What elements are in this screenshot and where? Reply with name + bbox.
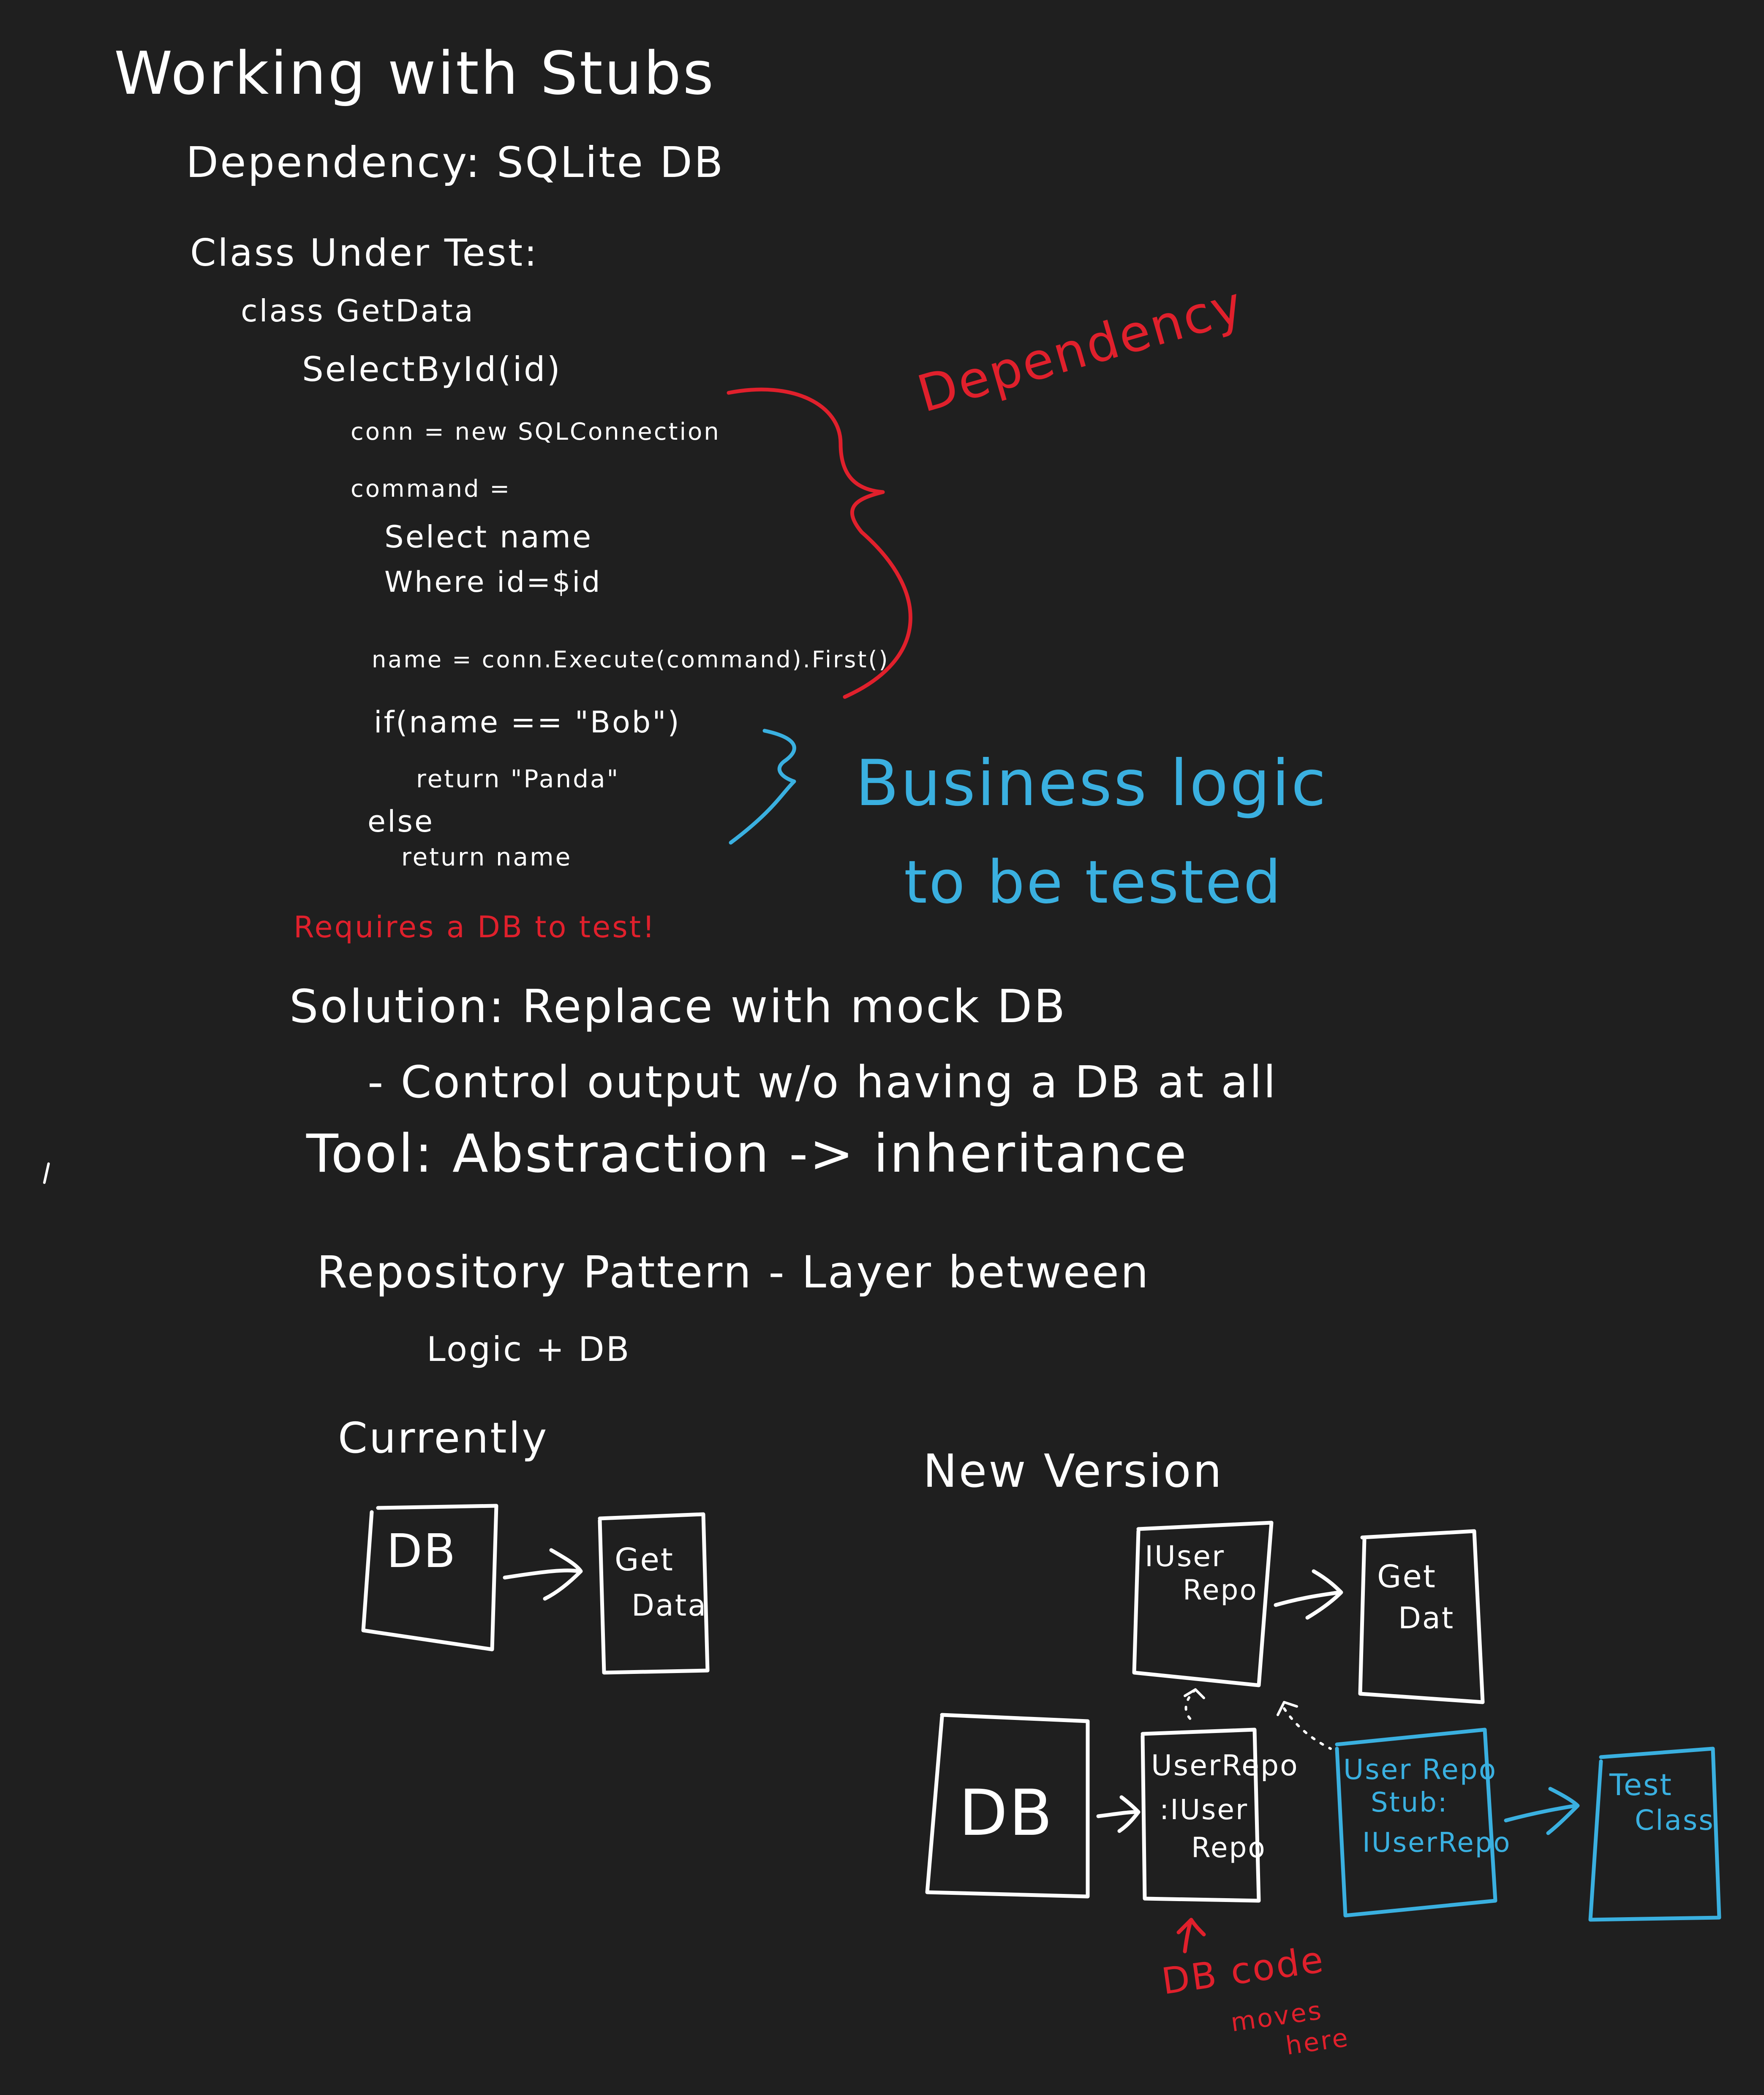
dependency-brace — [727, 387, 912, 699]
iuserrepo-box — [1132, 1521, 1274, 1687]
requires-db-annotation: Requires a DB to test! — [294, 910, 656, 944]
stub-label-2: Stub: — [1371, 1787, 1448, 1818]
code-return-panda: return "Panda" — [416, 765, 620, 793]
code-if: if(name == "Bob") — [374, 705, 681, 740]
business-logic-brace — [729, 729, 796, 845]
testclass-label-2: Class — [1635, 1804, 1715, 1837]
userrepo-label-1: UserRepo — [1151, 1749, 1299, 1782]
new-getdata-label-2: Dat — [1398, 1601, 1455, 1635]
current-db-label: DB — [387, 1524, 457, 1578]
new-getdata-label-1: Get — [1377, 1559, 1437, 1595]
userrepo-label-3: Repo — [1191, 1831, 1266, 1864]
new-getdata-box — [1358, 1529, 1485, 1704]
logic-db-note: Logic + DB — [427, 1330, 631, 1369]
business-logic-annotation-2: to be tested — [904, 848, 1283, 917]
current-db-box — [361, 1504, 498, 1652]
code-where: Where id=$id — [384, 566, 602, 599]
iuserrepo-label-2: Repo — [1183, 1574, 1258, 1606]
stray-mark — [43, 1162, 50, 1184]
stub-box — [1335, 1728, 1497, 1918]
userrepo-label-2: :IUser — [1160, 1793, 1249, 1826]
tool-note: Tool: Abstraction -> inheritance — [306, 1124, 1188, 1184]
code-else: else — [368, 804, 435, 839]
stub-label-3: IUserRepo — [1362, 1827, 1511, 1858]
code-command: command = — [351, 475, 512, 503]
testclass-label-1: Test — [1609, 1768, 1673, 1802]
code-method: SelectById(id) — [302, 350, 562, 389]
new-version-label: New Version — [923, 1445, 1224, 1498]
dotted-connector — [1184, 1688, 1197, 1725]
stub-dotted-connector — [1283, 1707, 1332, 1750]
page-title: Working with Stubs — [114, 39, 716, 108]
current-getdata-label-1: Get — [615, 1542, 674, 1578]
new-db-box — [925, 1713, 1090, 1899]
control-output-note: - Control output w/o having a DB at all — [368, 1056, 1277, 1108]
stub-dotted-arrowhead — [1277, 1701, 1298, 1716]
db-code-arrow — [1176, 1918, 1206, 1954]
code-select: Select name — [384, 519, 593, 555]
new-db-label: DB — [959, 1777, 1054, 1850]
dependency-line: Dependency: SQLite DB — [186, 138, 725, 187]
testclass-box — [1588, 1747, 1721, 1922]
code-conn: conn = new SQLConnection — [351, 418, 721, 446]
repository-pattern-note: Repository Pattern - Layer between — [317, 1246, 1150, 1298]
dotted-arrowhead — [1184, 1688, 1205, 1699]
current-getdata-box — [598, 1512, 710, 1675]
stub-label-1: User Repo — [1343, 1753, 1497, 1786]
current-getdata-label-2: Data — [632, 1588, 708, 1623]
current-arrow — [503, 1548, 583, 1601]
business-logic-annotation-1: Business logic — [855, 747, 1328, 820]
new-db-arrow — [1096, 1795, 1141, 1833]
code-return-name: return name — [401, 843, 572, 871]
currently-label: Currently — [338, 1413, 549, 1463]
userrepo-box — [1141, 1728, 1261, 1903]
iuserrepo-label-1: IUser — [1145, 1540, 1225, 1573]
solution-note: Solution: Replace with mock DB — [289, 980, 1067, 1033]
code-name-assign: name = conn.Execute(command).First() — [372, 646, 890, 673]
class-under-test-label: Class Under Test: — [190, 231, 539, 275]
code-class-decl: class GetData — [241, 293, 475, 329]
stub-arrow — [1504, 1787, 1580, 1835]
iuserrepo-arrow — [1274, 1569, 1343, 1620]
